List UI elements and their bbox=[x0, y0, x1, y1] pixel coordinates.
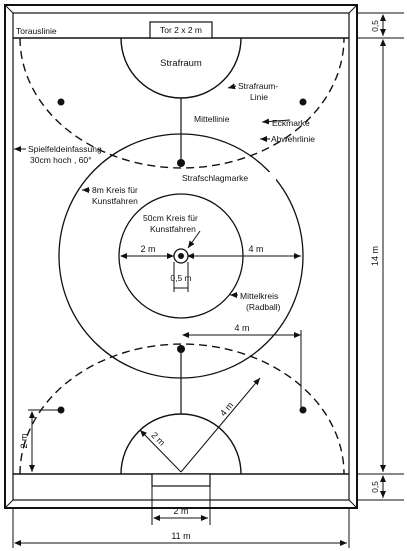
corner-mark-tl bbox=[57, 98, 65, 106]
label-spielfeld-2: 30cm hoch , 60° bbox=[30, 155, 92, 165]
label-mittelkreis-2: (Radball) bbox=[246, 302, 281, 312]
corner-mark-tr bbox=[299, 98, 307, 106]
label-center-05m: 0,5 m bbox=[170, 273, 191, 283]
label-strafschlagmarke: Strafschlagmarke bbox=[182, 173, 248, 183]
label-mittelkreis-1: Mittelkreis bbox=[240, 291, 278, 301]
label-spielfeld-1: Spielfeldeinfassung bbox=[28, 144, 102, 154]
label-diag-2m: 2 m bbox=[149, 430, 167, 448]
border-corner-bl bbox=[4, 499, 14, 509]
label-kreis50-2: Kunstfahren bbox=[150, 224, 196, 234]
arrow-eckmarke bbox=[261, 118, 291, 125]
corner-mark-bl bbox=[57, 406, 65, 414]
label-tor: Tor 2 x 2 m bbox=[160, 25, 202, 35]
radius-4m bbox=[180, 377, 261, 473]
label-kreis8-2: Kunstfahren bbox=[92, 196, 138, 206]
label-strafraumlinie-1: Strafraum- bbox=[238, 81, 278, 91]
goal-top bbox=[149, 21, 213, 39]
label-center-2m: 2 m bbox=[140, 244, 155, 254]
label-left-2m: 2 m bbox=[19, 433, 29, 448]
label-lower-4m: 4 m bbox=[234, 323, 249, 333]
field-border-outer bbox=[4, 4, 358, 509]
border-corner-tl bbox=[4, 4, 14, 14]
goal-bottom bbox=[151, 473, 211, 487]
label-right-05-bottom: 0,5 bbox=[370, 481, 380, 493]
label-bottom-2m: 2 m bbox=[173, 506, 188, 516]
label-right-14m: 14 m bbox=[370, 246, 380, 266]
label-torauslinie: Torauslinie bbox=[16, 26, 57, 36]
bg-mittellinie bbox=[192, 113, 248, 125]
bg-strafschlag bbox=[180, 172, 276, 184]
defense-line-bottom bbox=[19, 343, 345, 475]
radius-2m bbox=[139, 429, 182, 473]
label-kreis50-1: 50cm Kreis für bbox=[143, 213, 198, 223]
label-kreis8-1: 8m Kreis für bbox=[92, 185, 138, 195]
border-corner-br bbox=[348, 499, 358, 509]
border-corner-tr bbox=[348, 4, 358, 14]
label-strafraumlinie-2: Linie bbox=[250, 92, 268, 102]
arrow-strafraumlinie bbox=[227, 83, 237, 90]
defense-line-top bbox=[19, 37, 345, 169]
label-mittellinie: Mittellinie bbox=[194, 114, 230, 124]
label-strafraum: Strafraum bbox=[160, 58, 202, 69]
circle-8m bbox=[58, 133, 304, 379]
center-point bbox=[178, 253, 184, 259]
label-eckmarke: Eckmarke bbox=[272, 118, 310, 128]
label-center-4m: 4 m bbox=[248, 244, 263, 254]
label-diag-4m: 4 m bbox=[218, 400, 235, 418]
label-abwehrlinie: Abwehrlinie bbox=[271, 134, 315, 144]
arrow-kreis50 bbox=[187, 230, 201, 249]
penalty-mark-bottom bbox=[177, 345, 185, 353]
label-right-05-top: 0,5 bbox=[370, 20, 380, 32]
penalty-area-bottom bbox=[120, 413, 242, 475]
penalty-mark-top bbox=[177, 159, 185, 167]
field-border-inner bbox=[12, 12, 350, 501]
label-total-width: 11 m bbox=[171, 531, 190, 541]
